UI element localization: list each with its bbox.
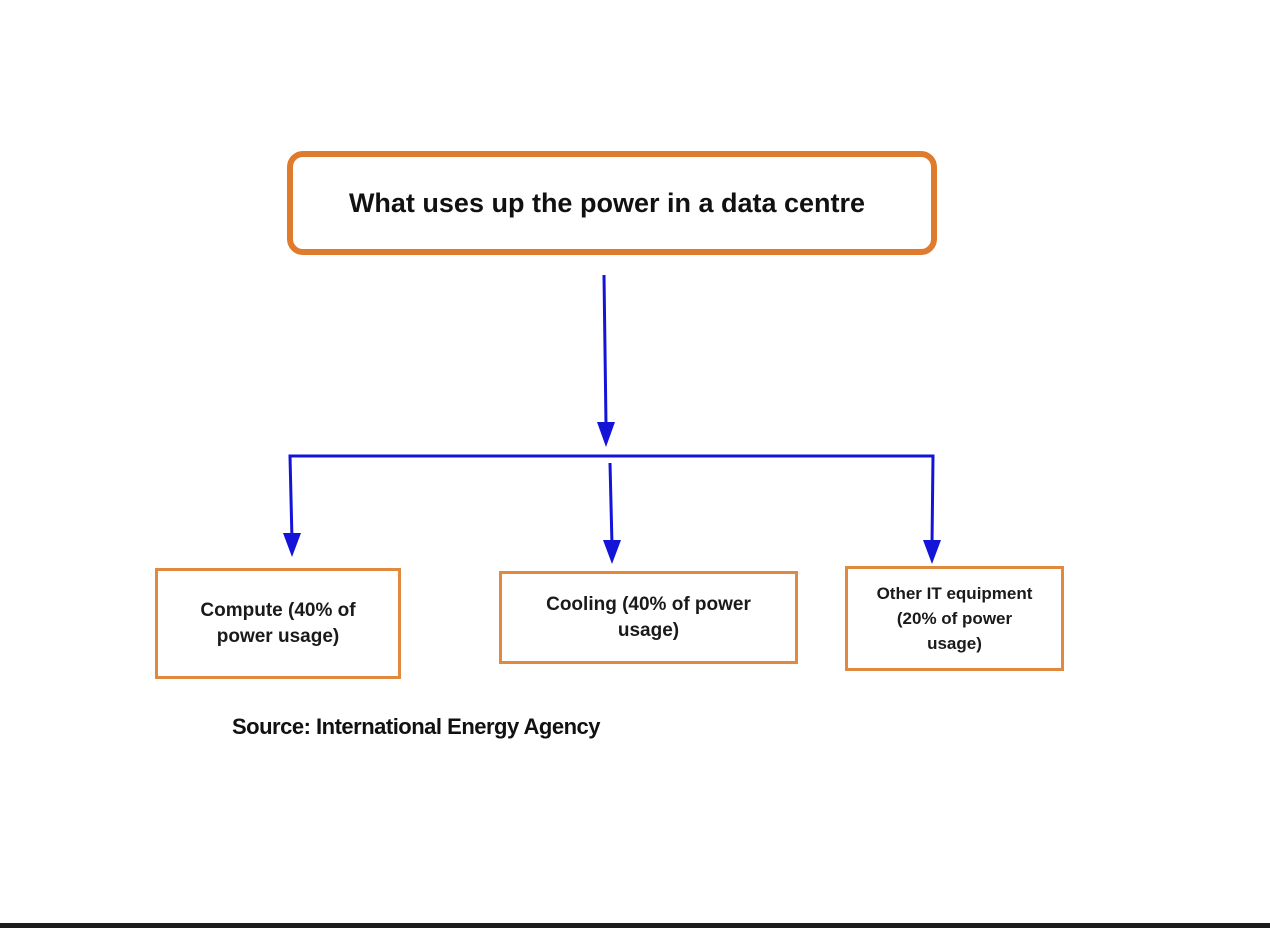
other-arrowhead: [923, 540, 941, 564]
cooling-label: Cooling (40% of power usage): [546, 593, 751, 641]
main-arrow-line: [602, 274, 608, 426]
main-arrowhead: [597, 422, 615, 447]
compute-arrowhead: [283, 533, 301, 557]
cooling-arrowhead: [603, 540, 621, 564]
middle-arrow-line: [608, 462, 614, 546]
compute-label: Compute (40% of power usage): [200, 599, 356, 647]
other-it-label: Other IT equipment (20% of power usage): [876, 584, 1033, 653]
source-caption: Source: International Energy Agency: [232, 714, 601, 739]
branch-line: [288, 454, 935, 546]
title-box: What uses up the power in a data centre: [287, 151, 937, 255]
other-it-box: Other IT equipment (20% of power usage): [845, 566, 1064, 671]
bottom-bar: [0, 923, 1270, 928]
diagram-title: What uses up the power in a data centre: [348, 187, 866, 218]
cooling-box: Cooling (40% of power usage): [499, 571, 798, 664]
compute-box: Compute (40% of power usage): [155, 568, 401, 679]
